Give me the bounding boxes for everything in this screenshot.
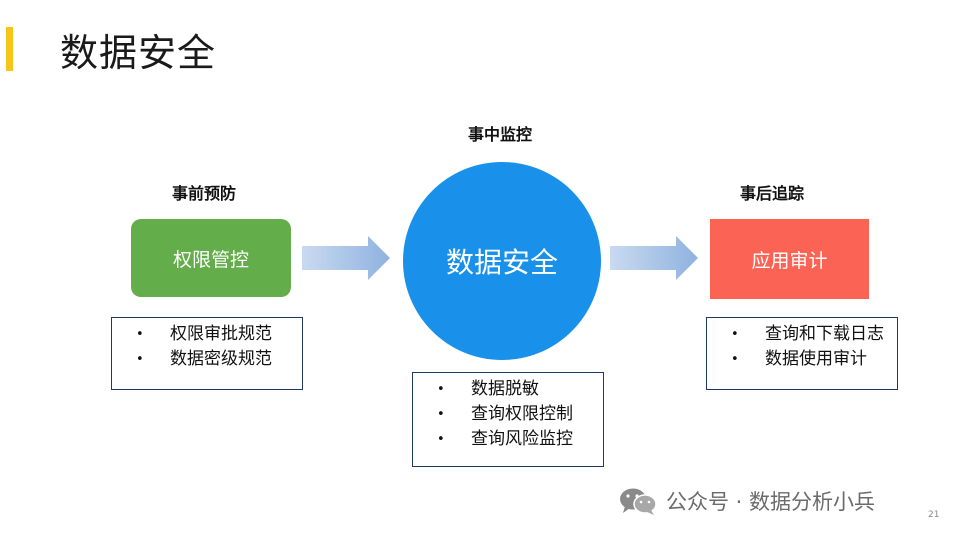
bullet-icon: •	[437, 432, 445, 447]
stage-label-pre: 事前预防	[172, 184, 237, 203]
bullet-icon: •	[731, 327, 739, 342]
watermark-text: 公众号 · 数据分析小兵	[666, 490, 876, 514]
bullet-icon: •	[437, 382, 445, 397]
stage-label-mid: 事中监控	[468, 125, 533, 144]
application-audit-box: 应用审计	[710, 219, 869, 299]
bullet-icon: •	[731, 352, 739, 367]
watermark: 公众号 · 数据分析小兵	[618, 486, 875, 516]
wechat-icon	[620, 488, 657, 515]
list-item: •数据使用审计	[731, 347, 887, 372]
list-item: •查询风险监控	[437, 427, 593, 452]
list-item: •查询权限控制	[437, 402, 593, 427]
permission-control-box: 权限管控	[131, 219, 291, 297]
slide-title: 数据安全	[60, 31, 217, 75]
bullet-icon: •	[136, 352, 144, 367]
pre-items-list: •权限审批规范 •数据密级规范	[111, 317, 303, 390]
bullet-icon: •	[437, 407, 445, 422]
title-accent-bar	[6, 27, 13, 71]
list-item: •数据密级规范	[136, 347, 292, 372]
page-number: 21	[928, 510, 940, 520]
list-item: •数据脱敏	[437, 377, 593, 402]
right-arrow-icon	[302, 236, 390, 280]
mid-items-list: •数据脱敏 •查询权限控制 •查询风险监控	[412, 372, 604, 467]
list-item: •权限审批规范	[136, 322, 292, 347]
data-security-circle: 数据安全	[403, 162, 601, 360]
post-items-list: •查询和下载日志 •数据使用审计	[706, 317, 898, 390]
right-arrow-icon	[610, 236, 698, 280]
list-item: •查询和下载日志	[731, 322, 887, 347]
stage-label-post: 事后追踪	[740, 184, 805, 203]
bullet-icon: •	[136, 327, 144, 342]
